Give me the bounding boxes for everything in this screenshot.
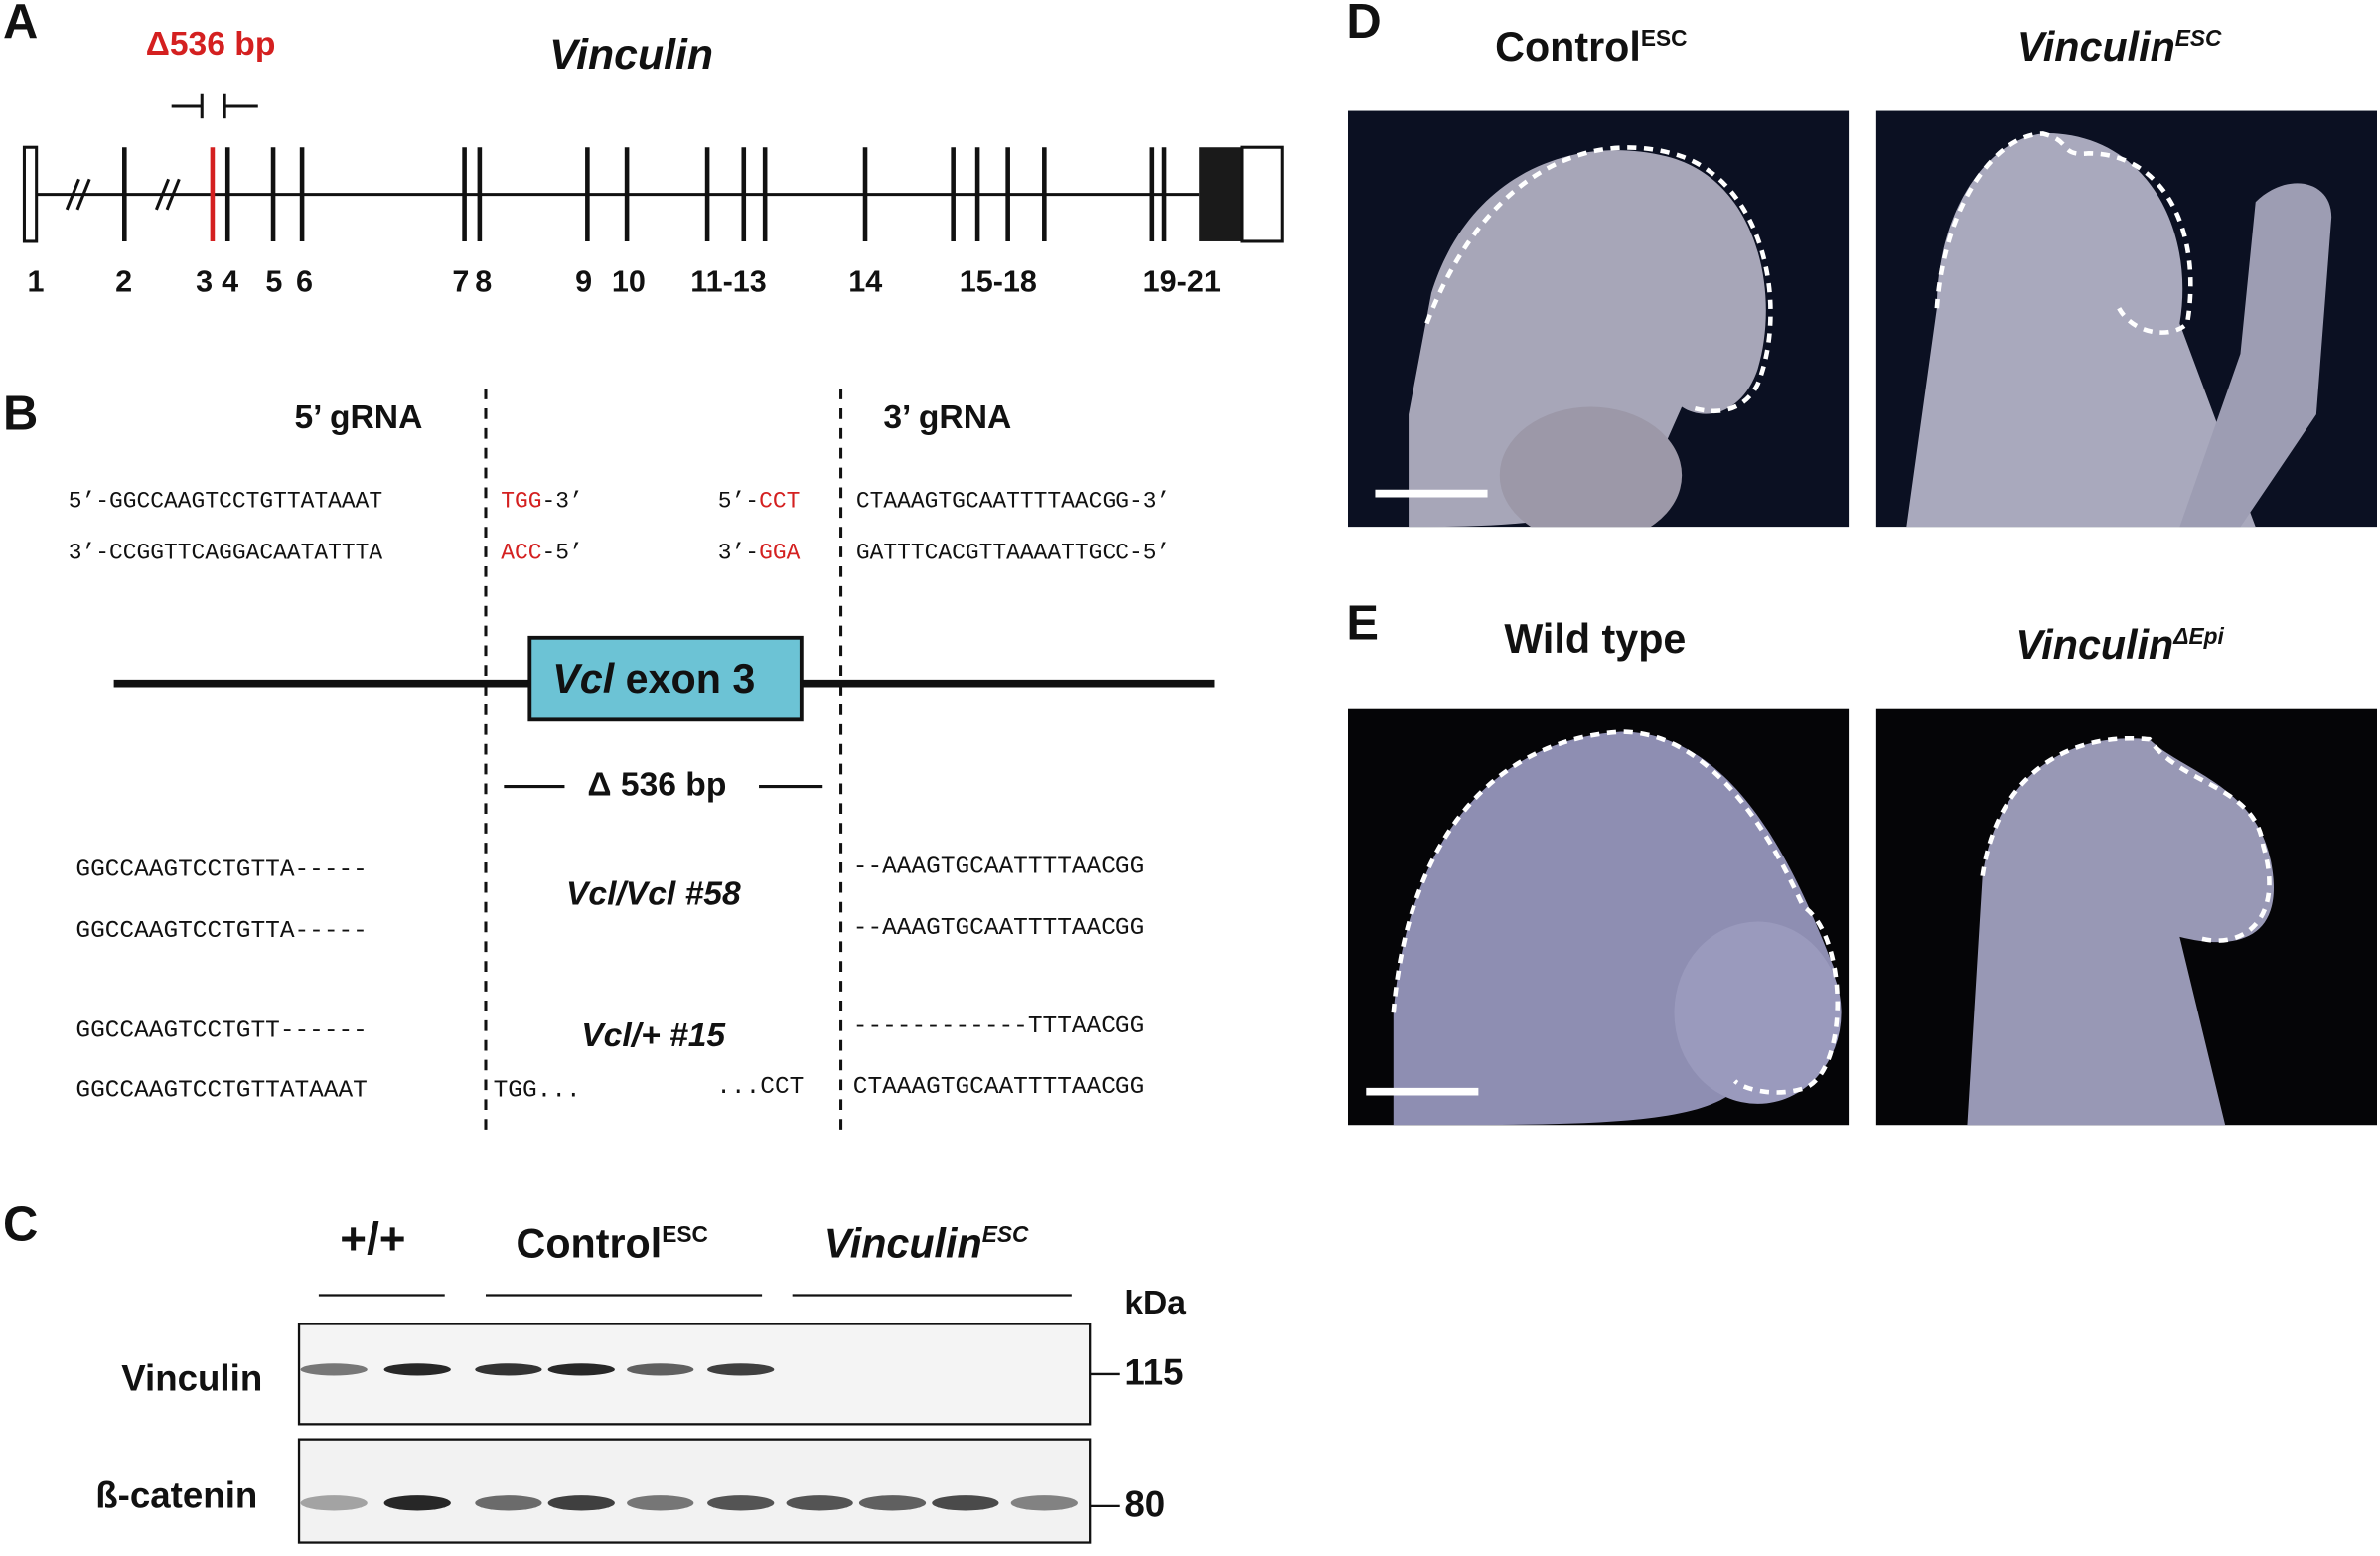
- grna5-top-seq: 5’-GGCCAAGTCCTGTTATAAAT: [68, 489, 383, 516]
- embryo-image-wild-type: [1347, 708, 1850, 1126]
- clone15-left-seq: GGCCAAGTCCTGTT------: [75, 1016, 368, 1045]
- blot-band: [475, 1363, 542, 1376]
- grna5-bottom-pam: ACC-5’: [501, 541, 583, 566]
- exon-label: 8: [475, 265, 493, 300]
- blot-band: [858, 1495, 927, 1511]
- blot-band: [627, 1363, 694, 1376]
- grna3-bottom-seq: GATTTCACGTTAAAATTGCC-5’: [855, 541, 1171, 566]
- panel-letter-a: A: [3, 0, 39, 49]
- blot-band: [707, 1363, 775, 1376]
- western-blot: [297, 1294, 1120, 1544]
- clone15-label: Vcl/+ #15: [581, 1015, 726, 1054]
- clone15-left-seq: GGCCAAGTCCTGTTATAAAT: [75, 1076, 368, 1104]
- group-label-control: ControlESC: [516, 1220, 708, 1267]
- exon-label: 11-13: [690, 265, 767, 300]
- marker-80: 80: [1124, 1484, 1166, 1526]
- blot-band: [300, 1363, 368, 1376]
- exon-label: 6: [295, 265, 313, 300]
- clone58-left-seq: GGCCAAGTCCTGTTA-----: [75, 916, 368, 945]
- panel-d-title-control: ControlESC: [1495, 24, 1688, 71]
- blot-row-label-beta-catenin: ß-catenin: [95, 1476, 258, 1517]
- grna-3-label: 3’ gRNA: [883, 397, 1012, 436]
- kda-label: kDa: [1124, 1283, 1186, 1322]
- exon-label: 2: [115, 265, 133, 300]
- blot-band: [1010, 1495, 1078, 1511]
- embryo-image-vinculin-delta-epi: [1875, 708, 2378, 1126]
- blot-band: [547, 1495, 615, 1511]
- blot-band: [383, 1495, 451, 1511]
- exon-label: 15-18: [959, 265, 1037, 300]
- blot-band: [627, 1495, 694, 1511]
- clone58-left-seq: GGCCAAGTCCTGTTA-----: [75, 856, 368, 884]
- panel-letter-e: E: [1346, 595, 1380, 651]
- gene-structure-diagram: [22, 93, 1284, 243]
- panel-letter-c: C: [3, 1196, 39, 1252]
- clone15-right-seq: ------------TTTAACGG: [852, 1012, 1145, 1040]
- exon-label: 10: [611, 265, 646, 300]
- embryo-image-vinculin-esc: [1875, 110, 2378, 528]
- clone15-mid-seq: TGG...: [493, 1076, 581, 1104]
- embryo-image-control-esc: [1347, 110, 1850, 528]
- exon-label: 1: [27, 265, 45, 300]
- exon-box-label: Vcl exon 3: [552, 656, 756, 701]
- panel-e-title-wildtype: Wild type: [1504, 616, 1687, 663]
- exon-label: 9: [575, 265, 593, 300]
- group-label-wildtype: +/+: [340, 1214, 406, 1265]
- clone15-right-seq: CTAAAGTGCAATTTTAACGG: [852, 1073, 1145, 1101]
- exon-label: 19-21: [1142, 265, 1221, 300]
- exon-3-box: [527, 635, 804, 722]
- deletion-label: Δ536 bp: [145, 24, 276, 63]
- exon-label: 5: [265, 265, 283, 300]
- gene-title: Vinculin: [549, 30, 713, 78]
- grna3-bottom-pam: 3’-GGA: [717, 541, 801, 566]
- grna5-bottom-seq: 3’-CCGGTTCAGGACAATATTTA: [68, 541, 383, 566]
- grna3-top-pam: 5’-CCT: [717, 489, 801, 516]
- exon-label: 14: [848, 265, 883, 300]
- blot-band: [547, 1363, 615, 1376]
- blot-band: [932, 1495, 999, 1511]
- clone15-mid-seq: ...CCT: [716, 1073, 805, 1101]
- blot-band: [786, 1495, 853, 1511]
- blot-band: [383, 1363, 451, 1376]
- blot-band: [300, 1495, 368, 1511]
- clone58-label: Vcl/Vcl #58: [565, 874, 741, 913]
- marker-115: 115: [1124, 1352, 1184, 1394]
- blot-row-label-vinculin: Vinculin: [121, 1358, 263, 1400]
- exon-label: 4: [222, 265, 239, 300]
- blot-band: [707, 1495, 775, 1511]
- panel-letter-d: D: [1346, 0, 1382, 49]
- clone58-right-seq: --AAAGTGCAATTTTAACGG: [852, 853, 1145, 881]
- exon-label: 3: [196, 265, 214, 300]
- exon-label: 7: [452, 265, 470, 300]
- deletion-size-label: Δ 536 bp: [587, 765, 727, 804]
- group-label-vinculin: VinculinESC: [823, 1220, 1029, 1267]
- panel-letter-b: B: [3, 386, 39, 441]
- clone58-right-seq: --AAAGTGCAATTTTAACGG: [852, 913, 1145, 942]
- panel-e-title-vinculin: VinculinΔEpi: [2015, 622, 2224, 669]
- grna5-top-pam: TGG-3’: [501, 489, 583, 516]
- grna3-top-seq: CTAAAGTGCAATTTTAACGG-3’: [855, 489, 1171, 516]
- blot-band: [475, 1495, 542, 1511]
- crispr-schematic: [113, 389, 1215, 1140]
- panel-d-title-vinculin: VinculinESC: [2016, 24, 2222, 71]
- grna-5-label: 5’ gRNA: [294, 397, 423, 436]
